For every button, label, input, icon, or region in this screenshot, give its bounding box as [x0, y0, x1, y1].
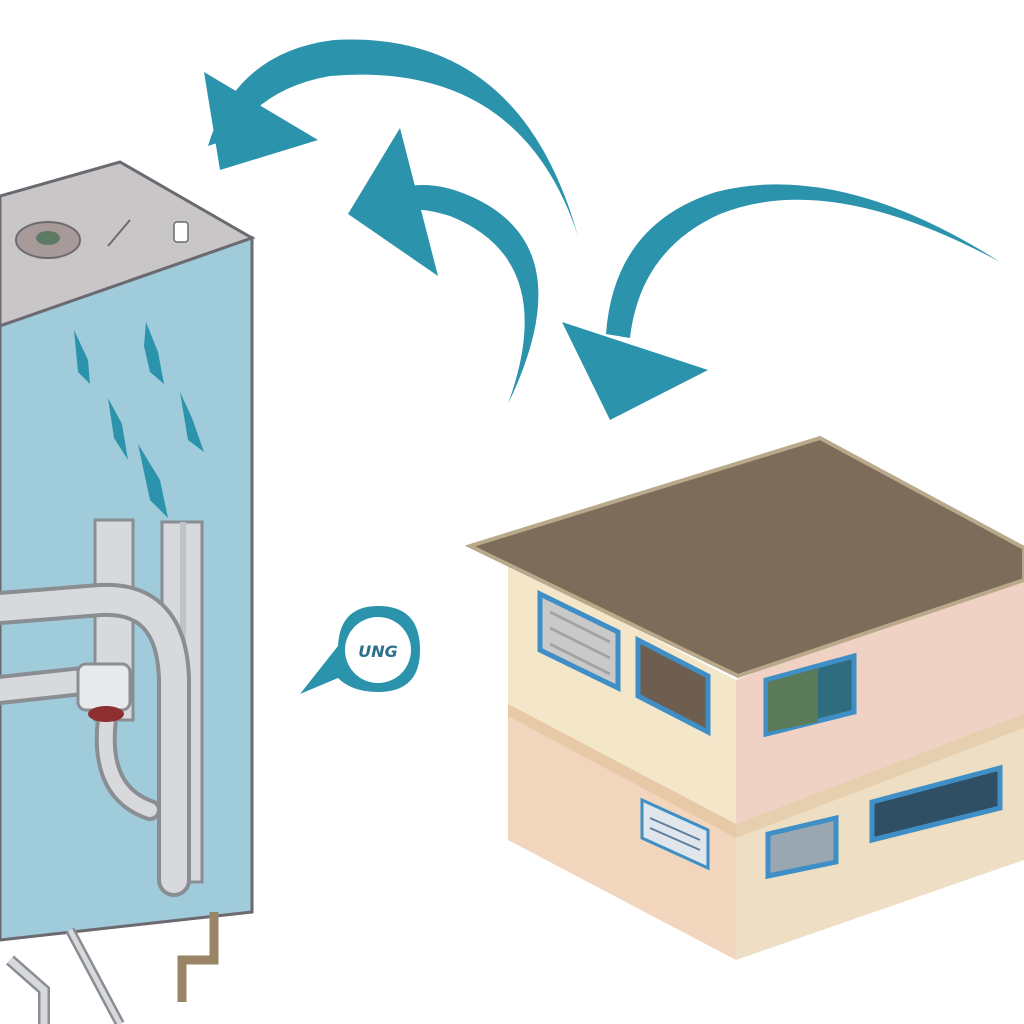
window [763, 652, 857, 738]
window [635, 635, 711, 737]
water-drop-icon [74, 322, 204, 518]
house-upper-side-wall [736, 566, 1024, 830]
house-roof [464, 435, 1024, 679]
curved-arrow-icon [204, 39, 578, 237]
flow-arrows [204, 39, 1000, 420]
tank-top-vent [173, 221, 189, 243]
speech-bubble-badge-icon: UNG [300, 606, 420, 694]
house-plaque [640, 797, 710, 871]
window [765, 814, 839, 880]
gauge-icon [15, 221, 81, 259]
tank-legs [6, 912, 219, 1024]
curved-arrow-icon [562, 184, 1000, 420]
badge-text: UNG [358, 642, 398, 661]
house-lower-front-wall [508, 710, 736, 960]
house [464, 435, 1024, 960]
window [537, 590, 621, 692]
water-heater-unit [0, 160, 256, 1024]
curved-arrow-icon [348, 128, 539, 404]
valve-icon [76, 662, 132, 722]
window [869, 764, 1003, 844]
thermometer-mark [107, 219, 131, 247]
